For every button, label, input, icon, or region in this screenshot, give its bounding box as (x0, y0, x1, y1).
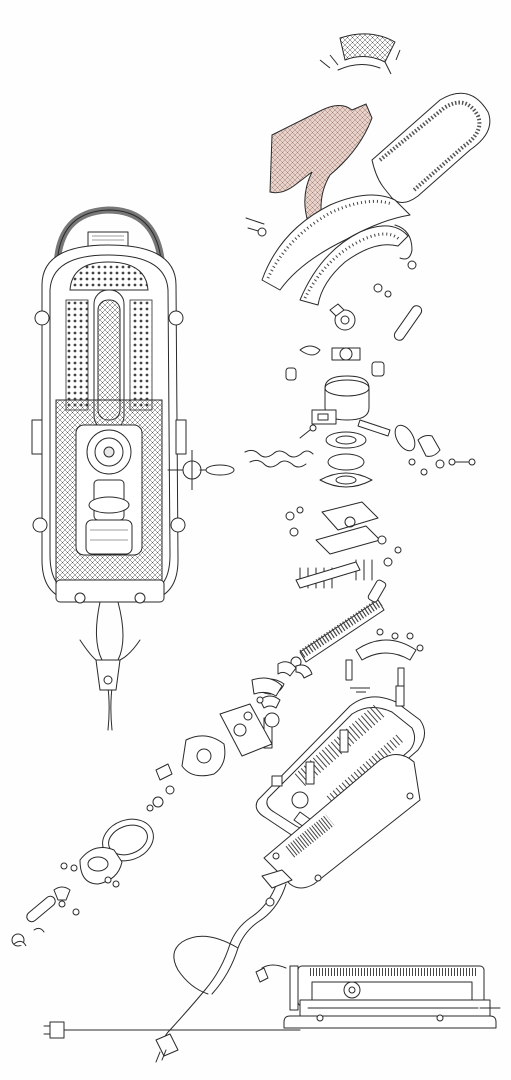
side-lug-left-top (34, 310, 50, 326)
side-lug-right-bottom (170, 517, 186, 533)
side-clamp-right (175, 419, 187, 455)
gearbox-parts (146, 677, 283, 812)
gasket-ring (102, 818, 154, 862)
bracket-plate-middle (285, 501, 402, 589)
side-clamp-left (31, 419, 43, 455)
flange-plate (70, 847, 123, 885)
tube-pin (11, 895, 56, 947)
crank-knob (205, 464, 235, 476)
main-chassis (255, 685, 425, 840)
small-fittings-upper (285, 303, 423, 381)
pin-rod (393, 305, 423, 341)
arch-bracket (345, 628, 424, 693)
assembled-device (31, 206, 235, 731)
exploded-parts (11, 33, 501, 1063)
base-plate (55, 579, 165, 603)
toothed-belt (371, 92, 491, 203)
motor-housing-stack (311, 347, 391, 488)
top-mesh-bracket (319, 33, 401, 75)
side-lug-right-top (168, 310, 184, 326)
small-screws-lower (53, 862, 120, 916)
left-plug (49, 1021, 65, 1039)
ribbed-roller (290, 579, 387, 668)
pink-mesh-y-frame (269, 103, 373, 223)
power-cord (43, 869, 301, 1063)
top-cap (87, 231, 129, 247)
side-lug-left-bottom (32, 517, 48, 533)
bottom-motor-unit (255, 964, 501, 1029)
plug-body (155, 1033, 179, 1057)
vented-base-plate (263, 754, 421, 889)
serrated-rail-assembly (245, 194, 417, 306)
coiled-wire (244, 424, 317, 468)
top-grill (69, 261, 149, 291)
crank-wheel-exploded (394, 424, 476, 476)
